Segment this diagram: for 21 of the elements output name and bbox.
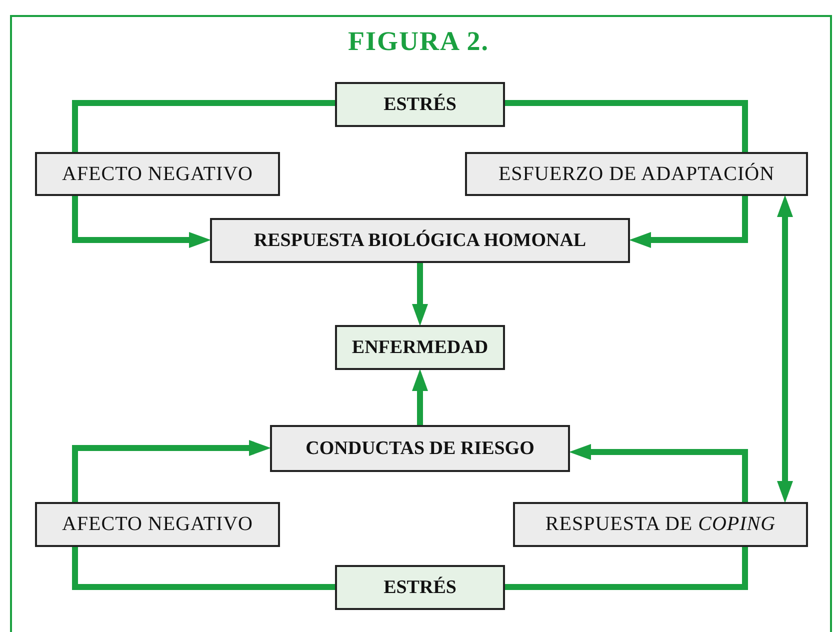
connector-line	[72, 100, 335, 152]
connector-line	[72, 547, 335, 590]
process-box: AFECTO NEGATIVO	[35, 152, 280, 196]
process-box: RESPUESTA DE COPING	[513, 502, 808, 547]
arrow	[72, 196, 211, 248]
figure-title: FIGURA 2.	[346, 26, 490, 57]
arrow	[629, 196, 748, 248]
arrow	[72, 440, 271, 502]
arrow	[412, 369, 428, 425]
connector-line	[505, 547, 748, 590]
process-box: CONDUCTAS DE RIESGO	[270, 425, 570, 472]
process-box: ESTRÉS	[335, 82, 505, 127]
arrow	[777, 195, 793, 503]
connector-line	[505, 100, 748, 152]
process-box: ESFUERZO DE ADAPTACIÓN	[465, 152, 808, 196]
arrow	[569, 444, 748, 502]
process-box: ESTRÉS	[335, 565, 505, 610]
process-box: ENFERMEDAD	[335, 325, 505, 370]
process-box: AFECTO NEGATIVO	[35, 502, 280, 547]
arrow	[412, 263, 428, 326]
process-box: RESPUESTA BIOLÓGICA HOMONAL	[210, 218, 630, 263]
